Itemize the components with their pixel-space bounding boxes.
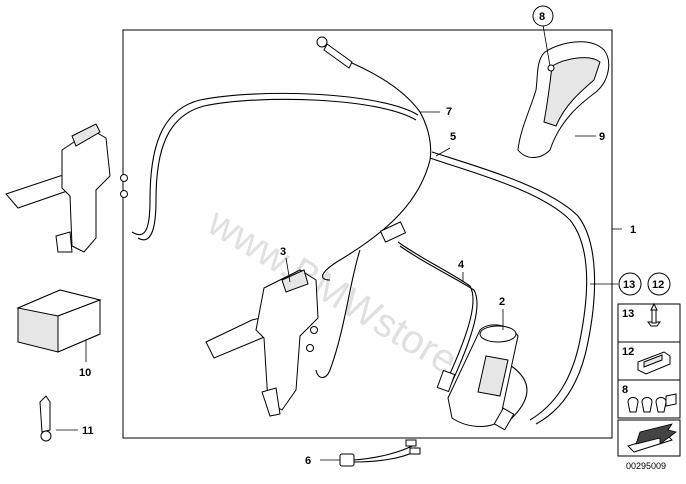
diagram-id: 00295009 — [626, 461, 666, 471]
callout-2: 2 — [499, 296, 505, 308]
connectors — [379, 221, 515, 431]
left-bracket — [5, 123, 128, 253]
arrow-icon — [627, 423, 677, 453]
callout-8-circle — [532, 5, 554, 27]
callout-5: 5 — [450, 131, 456, 143]
bracket-3 — [205, 269, 319, 417]
plug-11 — [39, 395, 52, 442]
lead-6 — [339, 439, 421, 467]
callout-3: 3 — [280, 246, 286, 258]
leader-lines — [56, 24, 622, 461]
callout-1: 1 — [630, 224, 636, 236]
cable-clips-icon — [627, 393, 677, 413]
clip-cover — [517, 41, 610, 158]
callout-6: 6 — [305, 455, 311, 467]
legend-circle-12 — [647, 272, 671, 296]
housing-2 — [447, 324, 519, 427]
legend-circle-13 — [618, 272, 642, 296]
assembly-frame — [122, 29, 613, 439]
callout-8: 8 — [539, 11, 545, 23]
callout-7: 7 — [446, 106, 452, 118]
legend-header-12: 12 — [652, 279, 664, 291]
foam-block-10 — [16, 289, 102, 353]
clip-icon — [637, 351, 671, 375]
legend-row-13-label: 13 — [622, 308, 634, 320]
callout-10: 10 — [79, 367, 91, 379]
legend-header-13: 13 — [623, 279, 635, 291]
legend-row-8-label: 8 — [622, 384, 628, 396]
wiring-harness — [131, 36, 596, 425]
rivet-icon — [647, 302, 661, 327]
callout-4: 4 — [458, 259, 465, 271]
legend-row-12-label: 12 — [622, 346, 634, 358]
callout-numbers: 1 2 3 4 5 6 7 8 9 10 11 — [79, 5, 636, 467]
legend-panel: 13 12 13 12 8 — [617, 272, 681, 457]
callout-11: 11 — [82, 425, 94, 437]
callout-9: 9 — [599, 131, 605, 143]
